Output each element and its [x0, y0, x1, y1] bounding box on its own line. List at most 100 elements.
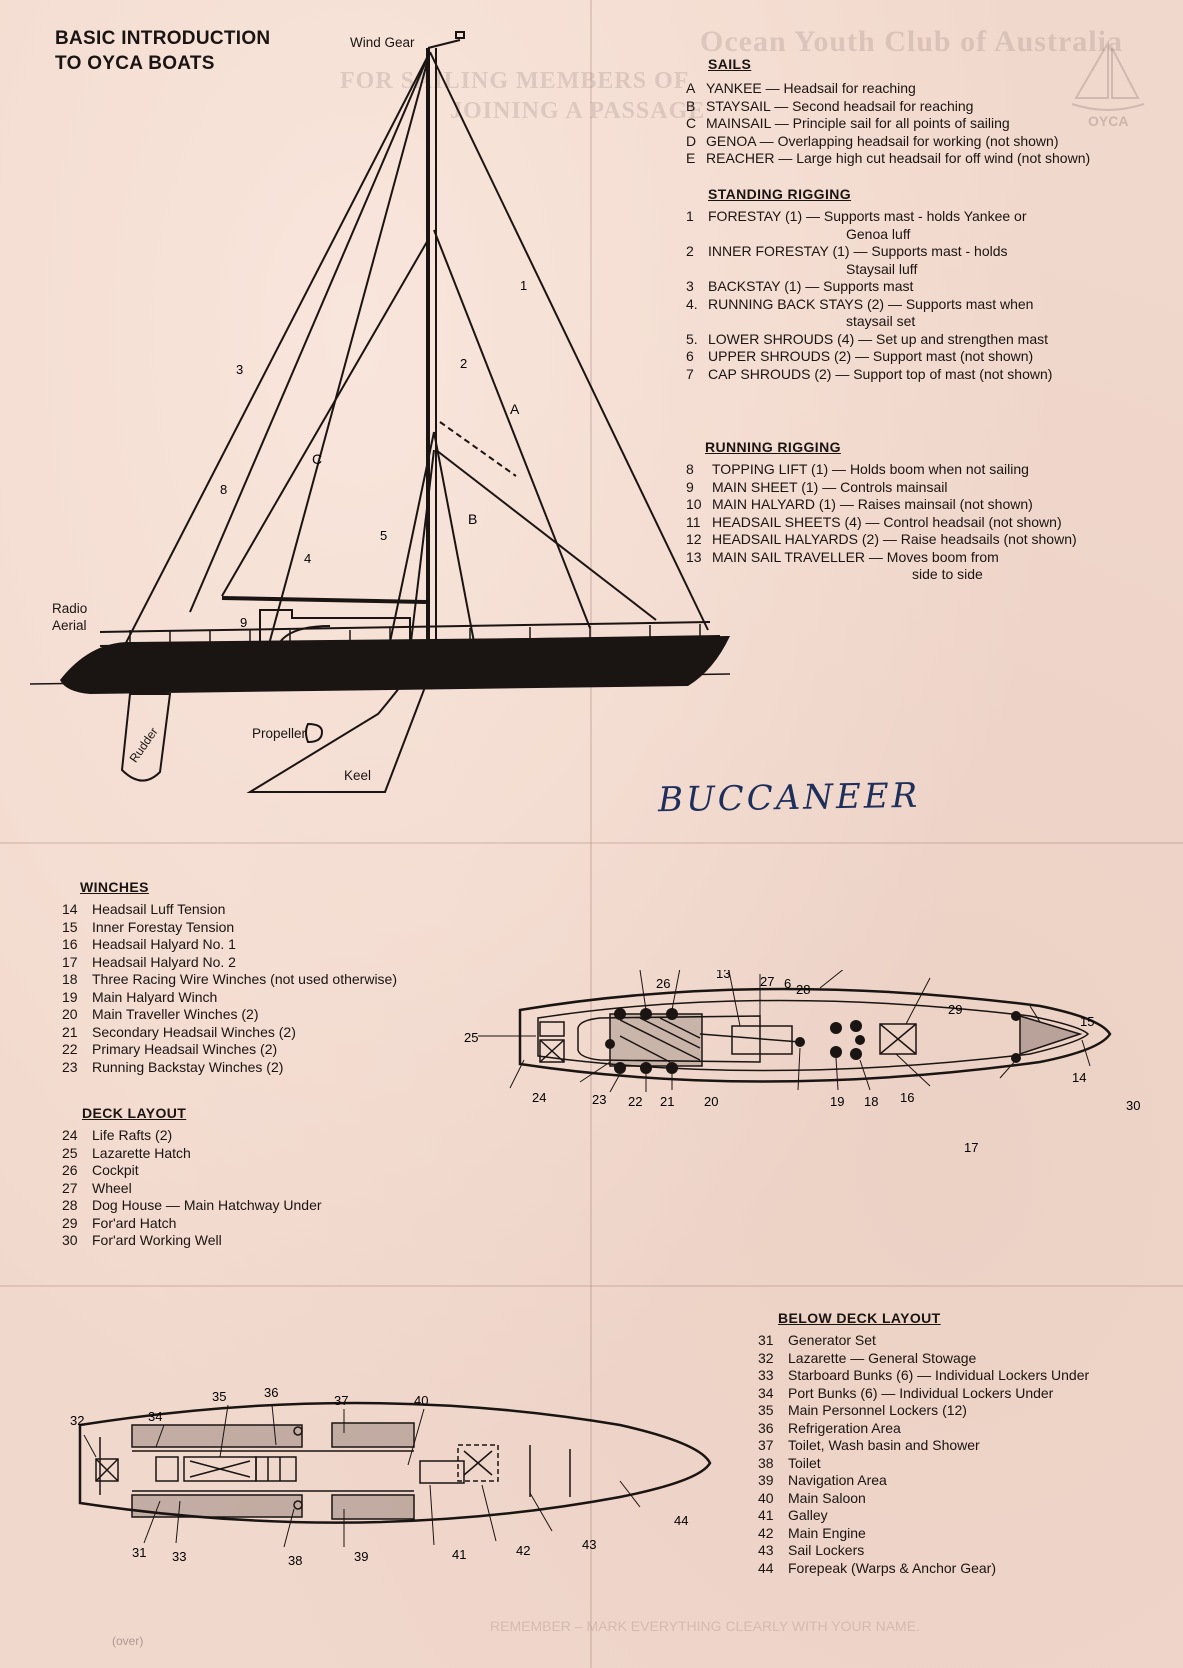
item-text: HEADSAIL SHEETS (4) — Control headsail (…	[712, 513, 1062, 530]
item-text: Dog House — Main Hatchway Under	[92, 1197, 322, 1213]
oyca-logo: OYCA	[1071, 39, 1145, 128]
deck-callout-29: 29	[948, 1002, 962, 1017]
item-number: 19	[62, 988, 78, 1005]
item-number: 1	[686, 208, 694, 224]
deck-plan-diagram: 6 13 14 15 16 17 18 19 20 21 22 23 24 25…	[464, 970, 1140, 1155]
standing-rigging-heading: STANDING RIGGING	[708, 186, 852, 202]
item-text: HEADSAIL HALYARDS (2) — Raise headsails …	[712, 531, 1077, 547]
deck-layout-heading: DECK LAYOUT	[82, 1105, 187, 1121]
item-text: Forepeak (Warps & Anchor Gear)	[788, 1559, 997, 1576]
handwritten-boat-name: BUCCANEER	[657, 775, 921, 821]
deck-callout-14: 14	[1072, 1070, 1086, 1085]
rig-number-9: 9	[240, 615, 247, 630]
below-callout-42: 42	[516, 1543, 530, 1558]
deck-callout-26: 26	[656, 976, 670, 991]
label-wind-gear: Wind Gear	[350, 35, 415, 50]
item-text: Main Traveller Winches (2)	[92, 1006, 259, 1022]
ghost-footer: REMEMBER – MARK EVERYTHING CLEARLY WITH …	[490, 1618, 920, 1634]
below-callout-34: 34	[148, 1409, 162, 1424]
fold-line	[590, 0, 592, 1668]
item-number: 20	[62, 1006, 78, 1022]
item-number: 28	[62, 1197, 78, 1213]
item-number: 25	[62, 1144, 78, 1161]
list-item: 32 Lazarette — General Stowage	[758, 1350, 1089, 1368]
item-continuation: Genoa luff	[846, 225, 911, 242]
list-item: 5. LOWER SHROUDS (4) — Set up and strengt…	[686, 331, 1052, 349]
list-item: 20 Main Traveller Winches (2)	[62, 1006, 397, 1024]
item-number: 13	[686, 548, 702, 565]
item-number: 43	[758, 1542, 774, 1558]
item-continuation: side to side	[912, 566, 983, 582]
item-text: Three Racing Wire Winches (not used othe…	[92, 971, 398, 987]
item-text: MAIN SAIL TRAVELLER — Moves boom from	[712, 548, 999, 565]
item-number: 36	[758, 1419, 774, 1436]
list-item: 43 Sail Lockers	[758, 1542, 1089, 1560]
item-number: 39	[758, 1472, 774, 1488]
item-number: A	[686, 80, 696, 96]
sail-label-c: C	[312, 451, 322, 467]
item-number: 16	[62, 936, 78, 952]
item-text: Headsail Halyard No. 2	[92, 953, 236, 970]
item-number: 38	[758, 1454, 774, 1471]
item-text: FORESTAY (1) — Supports mast - holds Yan…	[708, 208, 1027, 224]
rig-number-1: 1	[520, 278, 527, 293]
item-number: 24	[62, 1127, 78, 1143]
item-number: 40	[758, 1489, 774, 1506]
sails-heading: SAILS	[708, 56, 752, 72]
deck-callout-6: 6	[784, 976, 791, 991]
item-text: Refrigeration Area	[788, 1419, 901, 1436]
item-text: Primary Headsail Winches (2)	[92, 1041, 278, 1057]
rig-number-8: 8	[220, 482, 227, 497]
item-number: 34	[758, 1384, 774, 1401]
item-number: 21	[62, 1023, 78, 1040]
title-line-1: BASIC INTRODUCTION	[55, 28, 271, 49]
item-text: Port Bunks (6) — Individual Lockers Unde…	[788, 1384, 1054, 1401]
item-text: Main Halyard Winch	[92, 988, 218, 1005]
rig-number-2: 2	[460, 356, 467, 371]
item-number: 29	[62, 1214, 78, 1231]
item-number: 14	[62, 901, 78, 917]
item-text: MAINSAIL — Principle sail for all points…	[706, 115, 1010, 131]
item-number: 31	[758, 1332, 774, 1348]
below-callout-36: 36	[264, 1385, 278, 1400]
deck-callout-22: 22	[628, 1094, 642, 1109]
item-number: 5.	[686, 330, 698, 347]
item-number: 11	[686, 513, 701, 530]
list-item: 28 Dog House — Main Hatchway Under	[62, 1197, 322, 1215]
item-number: 32	[758, 1349, 774, 1366]
list-item: 1 FORESTAY (1) — Supports mast - holds Ya…	[686, 208, 1052, 226]
item-text: Sail Lockers	[788, 1542, 865, 1558]
deck-callout-21: 21	[660, 1094, 674, 1109]
rig-number-5: 5	[380, 528, 387, 543]
item-text: LOWER SHROUDS (4) — Set up and strengthe…	[708, 330, 1049, 347]
fold-line	[0, 842, 1183, 844]
page-title: BASIC INTRODUCTION TO OYCA BOATS	[55, 26, 270, 76]
deck-callout-17: 17	[964, 1140, 978, 1155]
item-text: MAIN HALYARD (1) — Raises mainsail (not …	[712, 496, 1033, 512]
logo-label: OYCA	[1088, 113, 1128, 128]
below-callout-32: 32	[70, 1413, 84, 1428]
item-number: 23	[62, 1058, 78, 1075]
winches-heading: WINCHES	[80, 879, 149, 895]
ghost-line-1: FOR SAILING MEMBERS OF	[340, 68, 690, 94]
item-text: BACKSTAY (1) — Supports mast	[708, 278, 914, 294]
item-text: Toilet, Wash basin and Shower	[788, 1437, 980, 1453]
item-number: 33	[758, 1367, 774, 1383]
item-number: 6	[686, 348, 694, 364]
item-text: Lazarette — General Stowage	[788, 1349, 977, 1366]
item-text: Headsail Halyard No. 1	[92, 936, 236, 952]
item-text: Headsail Luff Tension	[92, 901, 226, 917]
